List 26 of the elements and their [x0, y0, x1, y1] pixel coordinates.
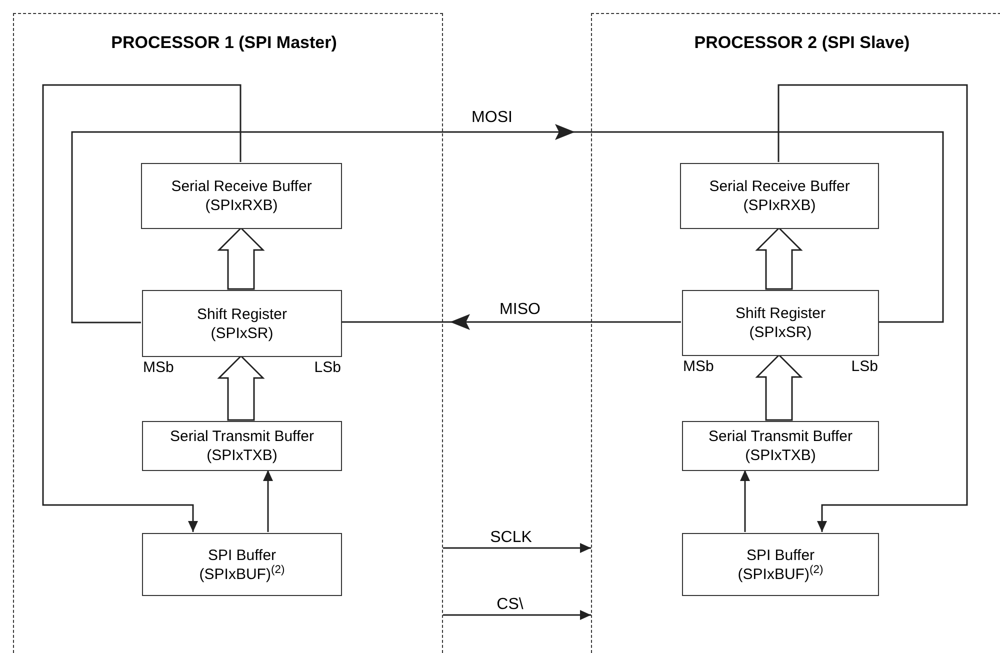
arrow — [263, 470, 273, 532]
bit-label: LSb — [314, 359, 341, 377]
bit-label: LSb — [851, 358, 878, 376]
arrow — [443, 543, 591, 553]
bit-label: MSb — [683, 358, 714, 376]
arrow — [778, 84, 968, 532]
register-box: SPI Buffer (SPIxBUF)$^{(2)}$ — [682, 533, 879, 596]
signal-arrow — [71, 124, 944, 324]
processor-region — [591, 13, 1000, 653]
block-arrow — [755, 354, 803, 421]
register-box: Serial Receive Buffer (SPIxRXB) — [141, 163, 342, 229]
block-arrow — [217, 226, 265, 290]
arrow — [740, 470, 750, 532]
block-arrow — [217, 354, 265, 421]
bit-label: MSb — [143, 359, 174, 377]
signal-arrow — [341, 314, 681, 330]
block-arrow — [755, 226, 803, 290]
region-title: PROCESSOR 1 (SPI Master) — [110, 32, 338, 54]
register-box: SPI Buffer (SPIxBUF)$^{(2)}$ — [142, 533, 342, 596]
region-title: PROCESSOR 2 (SPI Slave) — [693, 32, 911, 54]
arrow — [42, 84, 242, 532]
processor-region — [13, 13, 443, 653]
register-box: Serial Transmit Buffer (SPIxTXB) — [682, 421, 879, 471]
arrow — [443, 610, 591, 620]
register-box: Serial Transmit Buffer (SPIxTXB) — [142, 421, 342, 471]
register-box: Serial Receive Buffer (SPIxRXB) — [680, 163, 879, 229]
